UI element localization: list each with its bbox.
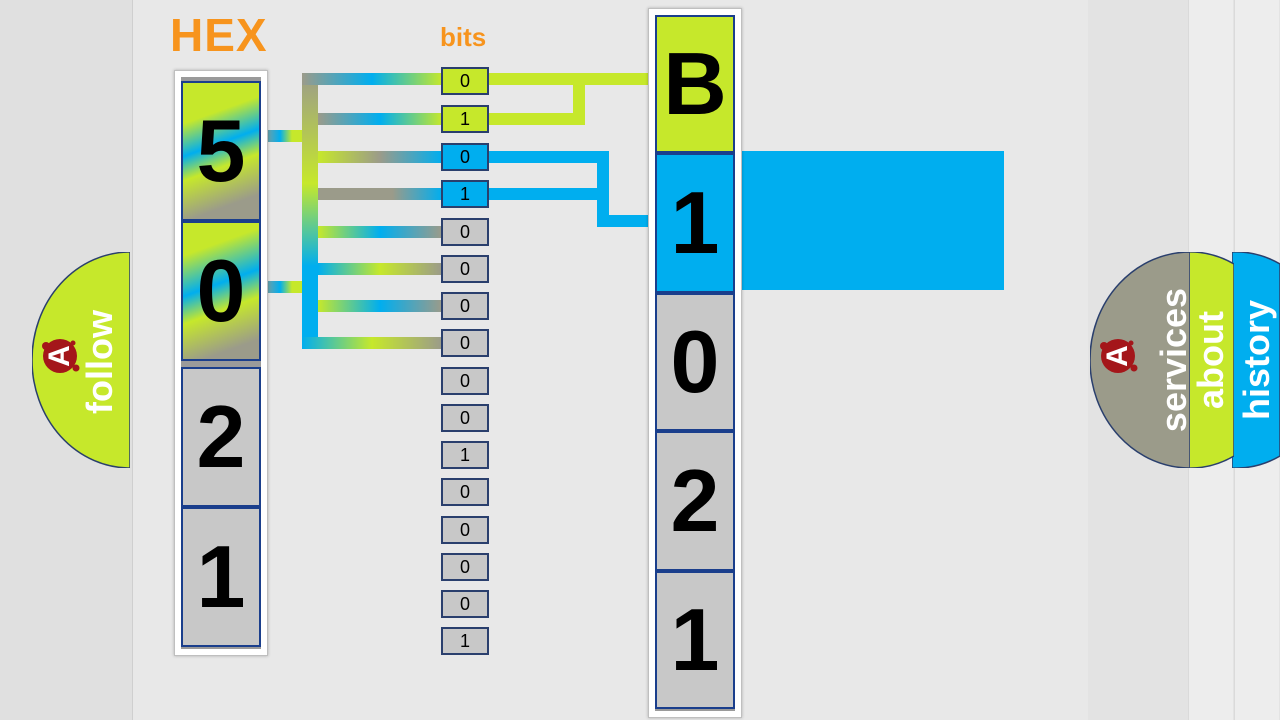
bit-cell: 1 [441,180,489,208]
history-tab-shape [1232,252,1280,468]
about-label: about [1190,311,1231,409]
bit-cell: 1 [441,441,489,469]
result-digit: 1 [655,153,735,293]
hex-column-inner: 5 0 2 1 [181,77,261,649]
bit-cell: 0 [441,367,489,395]
history-tab[interactable]: history [1232,252,1280,468]
bit-cell: 0 [441,590,489,618]
result-digit: 2 [655,431,735,571]
bit-cell: 0 [441,329,489,357]
hex-digit: 1 [181,507,261,647]
follow-tab[interactable]: A follow [32,252,130,468]
bit-cell: 1 [441,627,489,655]
about-tab-shape [1186,252,1234,468]
history-label: history [1236,299,1277,421]
bit-cell: 0 [441,404,489,432]
bit-cell: 0 [441,143,489,171]
bit-cell: 0 [441,218,489,246]
logo-icon: A [38,334,82,378]
services-tab[interactable]: A services [1090,252,1194,468]
hex-digit: 2 [181,367,261,507]
services-label: services [1153,287,1194,433]
bit-cell: 0 [441,67,489,95]
result-digit: 1 [655,571,735,709]
logo-letter: A [1101,345,1134,367]
hex-digit: 5 [181,81,261,221]
bit-cell: 1 [441,105,489,133]
logo-icon: A [1096,334,1140,378]
bits-title: bits [440,22,487,52]
bit-cell: 0 [441,516,489,544]
result-column: B 1 0 2 1 [648,8,742,718]
highlight-bar [742,151,1004,290]
about-tab[interactable]: about [1186,252,1234,468]
main-board [132,0,1090,720]
bit-cell: 0 [441,553,489,581]
services-tab-shape [1090,252,1190,468]
hex-title: HEX [170,9,268,61]
hex-digit: 0 [181,221,261,361]
result-column-inner: B 1 0 2 1 [655,15,735,711]
bit-cell: 0 [441,255,489,283]
bit-cell: 0 [441,292,489,320]
follow-label: follow [79,310,120,414]
logo-letter: A [43,345,76,367]
hex-column: 5 0 2 1 [174,70,268,656]
result-digit: B [655,15,735,153]
follow-tab-shape [32,252,130,468]
bit-cell: 0 [441,478,489,506]
result-digit: 0 [655,293,735,431]
